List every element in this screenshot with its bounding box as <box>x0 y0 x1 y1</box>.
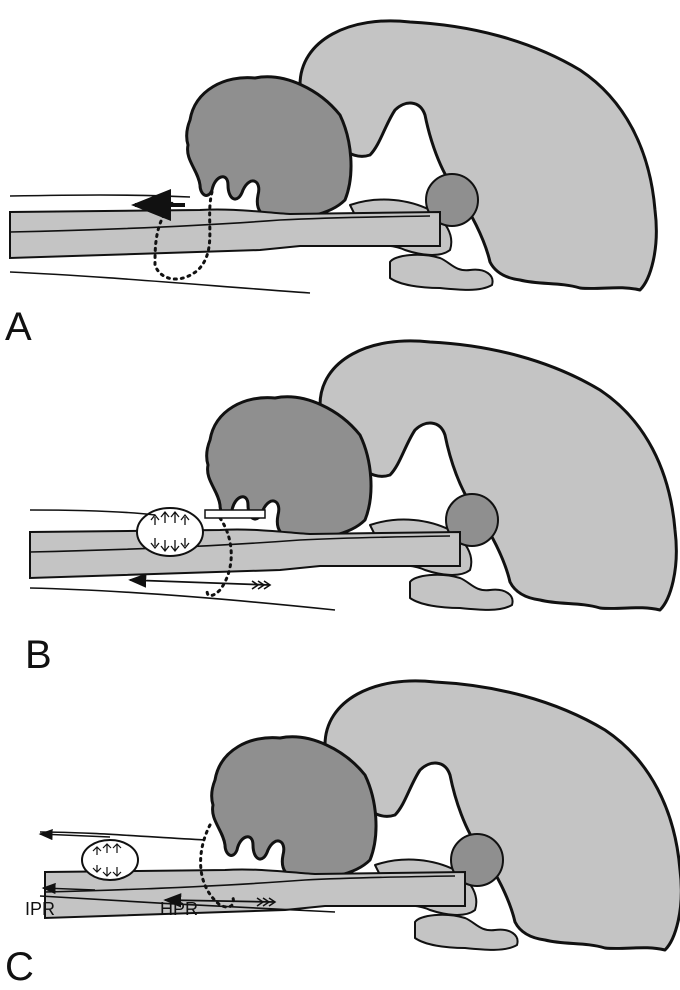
csf-flow-arrow <box>130 580 270 585</box>
dura-ventral <box>10 272 310 293</box>
cerebrum <box>300 21 656 290</box>
syrinx <box>137 508 203 556</box>
pituitary-region <box>410 575 513 610</box>
pituitary-region <box>415 915 518 950</box>
pituitary-region <box>390 255 493 290</box>
dura-dorsal <box>30 510 155 515</box>
panel-b: B <box>25 341 676 677</box>
panel-letter: C <box>5 945 34 989</box>
syrinx <box>82 840 138 880</box>
dura-dorsal <box>40 832 205 840</box>
cerebrum <box>320 341 676 610</box>
hpr-label: HPR <box>160 899 198 919</box>
panel-c: IPR HPR C <box>5 681 680 989</box>
panel-letter: B <box>25 633 52 677</box>
cerebrum <box>325 681 680 950</box>
panel-letter: A <box>5 305 32 349</box>
panel-a: A <box>5 21 656 349</box>
hollow-arrow <box>205 510 265 518</box>
ipr-label: IPR <box>25 899 55 919</box>
dura-dorsal <box>10 195 190 197</box>
dura-ventral <box>30 588 335 610</box>
